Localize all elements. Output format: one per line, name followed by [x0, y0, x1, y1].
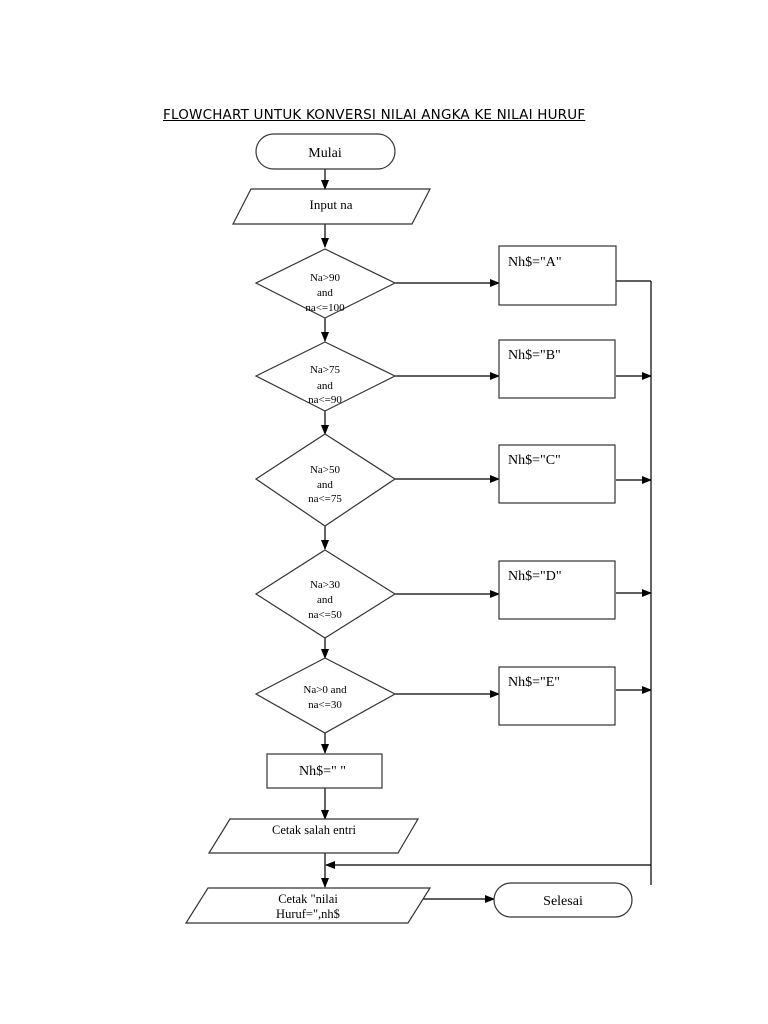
assign-E-label: Nh$="E" [508, 675, 560, 690]
print-output-line-2: Huruf=",nh$ [276, 907, 340, 921]
decision-4: Na>30 and na<=50 [254, 549, 397, 639]
decision-1-line-2: and [317, 287, 333, 299]
decision-5-line-1: Na>0 and [303, 684, 347, 696]
start-label: Mulai [308, 146, 342, 161]
assign-box-C: Nh$="C" [498, 444, 616, 504]
assign-box-E: Nh$="E" [498, 666, 616, 726]
assign-box-B: Nh$="B" [498, 339, 616, 399]
error-output-label: Cetak salah entri [272, 823, 357, 837]
assign-empty-label: Nh$=" " [299, 764, 346, 779]
decision-2-line-2: and [317, 380, 333, 392]
decision-1-line-1: Na>90 [310, 272, 341, 284]
decision-3-line-3: na<=75 [308, 493, 342, 505]
decision-1: Na>90 and na<=100 [254, 248, 397, 319]
start-terminator: Mulai [255, 133, 396, 170]
decision-2-line-3: na<=90 [308, 394, 342, 406]
decision-3-line-2: and [317, 479, 333, 491]
decision-3: Na>50 and na<=75 [254, 433, 397, 527]
error-output-parallelogram: Cetak salah entri [207, 818, 420, 854]
end-label: Selesai [543, 894, 583, 909]
decision-1-line-3: na<=100 [305, 302, 345, 314]
connectors [321, 169, 652, 903]
assign-box-empty: Nh$=" " [266, 753, 383, 789]
input-label: Input na [310, 197, 353, 212]
assign-box-D: Nh$="D" [498, 560, 616, 620]
decision-4-line-3: na<=50 [308, 609, 342, 621]
decision-5-line-2: na<=30 [308, 699, 342, 711]
decision-2: Na>75 and na<=90 [254, 341, 397, 412]
decision-4-line-1: Na>30 [310, 579, 341, 591]
assign-box-A: Nh$="A" [498, 245, 617, 306]
assign-A-label: Nh$="A" [508, 255, 562, 270]
decision-3-line-1: Na>50 [310, 464, 341, 476]
input-parallelogram: Input na [232, 188, 431, 225]
end-terminator: Selesai [493, 882, 633, 918]
print-output-line-1: Cetak "nilai [278, 892, 338, 906]
diagram-title: FLOWCHART UNTUK KONVERSI NILAI ANGKA KE … [163, 107, 586, 123]
assign-B-label: Nh$="B" [508, 348, 561, 363]
decision-4-line-2: and [317, 594, 333, 606]
decision-2-line-1: Na>75 [310, 364, 341, 376]
assign-D-label: Nh$="D" [508, 569, 562, 584]
decision-5: Na>0 and na<=30 [254, 657, 397, 734]
assign-C-label: Nh$="C" [508, 453, 561, 468]
print-output-parallelogram: Cetak "nilai Huruf=",nh$ [184, 887, 432, 924]
